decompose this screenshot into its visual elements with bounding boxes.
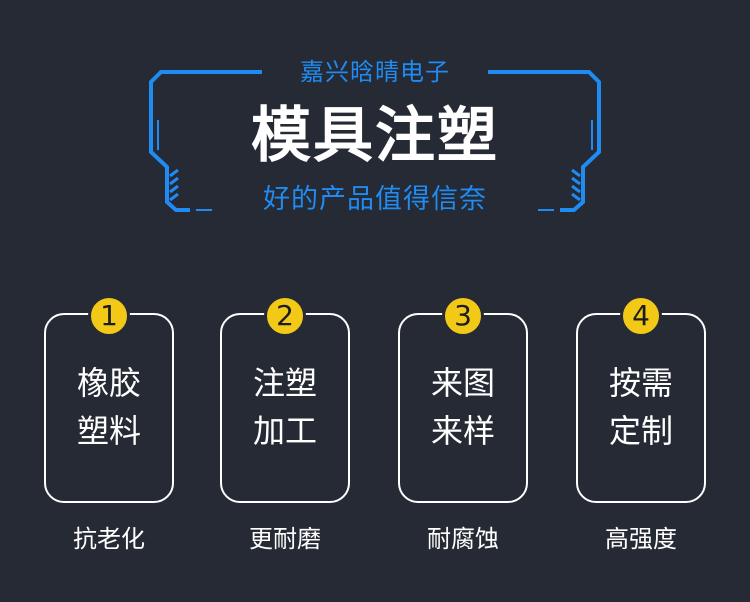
page-title: 模具注塑: [251, 101, 499, 171]
feature-title-line: 橡胶: [76, 364, 141, 402]
feature-card-text: 来图 来样: [400, 359, 526, 455]
title-frame-decoration: [149, 70, 601, 212]
company-name: 嘉兴晗晴电子: [300, 58, 450, 86]
feature-card: 来图 来样: [398, 313, 528, 503]
number-badge: 2: [264, 295, 306, 337]
feature-caption: 抗老化: [73, 525, 145, 553]
number-badge: 1: [88, 295, 130, 337]
feature-card-text: 按需 定制: [578, 359, 704, 455]
number-badge: 3: [442, 295, 484, 337]
feature-card: 橡胶 塑料: [44, 313, 174, 503]
feature-title-line: 加工: [252, 412, 317, 450]
feature-card: 注塑 加工: [220, 313, 350, 503]
feature-title-line: 注塑: [252, 364, 317, 402]
feature-caption: 耐腐蚀: [427, 525, 499, 553]
feature-title-line: 按需: [608, 364, 673, 402]
tagline: 好的产品值得信奈: [263, 184, 487, 215]
feature-caption: 高强度: [605, 525, 677, 553]
feature-title-line: 来图: [430, 364, 495, 402]
number-badge: 4: [620, 295, 662, 337]
feature-title-line: 定制: [608, 412, 673, 450]
feature-title-line: 来样: [430, 412, 495, 450]
feature-title-line: 塑料: [76, 412, 141, 450]
feature-card-text: 橡胶 塑料: [46, 359, 172, 455]
feature-caption: 更耐磨: [249, 525, 321, 553]
feature-card-text: 注塑 加工: [222, 359, 348, 455]
feature-card: 按需 定制: [576, 313, 706, 503]
